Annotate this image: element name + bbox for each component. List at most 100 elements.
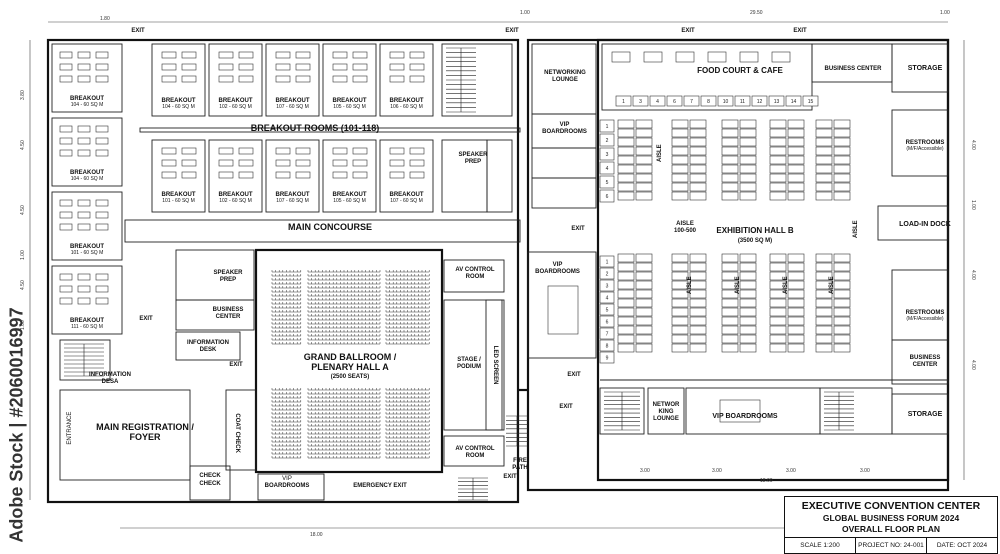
booth <box>671 325 689 335</box>
booth <box>689 182 707 192</box>
table <box>77 273 91 281</box>
vip-boardrooms-bottom <box>685 387 821 435</box>
table <box>332 75 348 83</box>
stair-southeast <box>819 387 893 435</box>
aisle-label: AISLE <box>686 276 693 294</box>
av-control-top <box>443 259 505 293</box>
breakout-left-name: BREAKOUT <box>70 170 104 176</box>
booth <box>769 280 787 290</box>
booth <box>599 267 615 280</box>
booth <box>815 155 833 165</box>
booth <box>635 271 653 281</box>
booth <box>787 173 805 183</box>
exhibition-booths <box>599 95 851 364</box>
booth-number: 5 <box>606 308 609 314</box>
table <box>352 75 368 83</box>
booth <box>666 95 683 107</box>
breakout-mid-info: 102 - 60 SQ M <box>219 198 252 204</box>
aisle-range-label: 100-500 <box>673 228 697 234</box>
plenary-hall-label: PLENARY HALL A <box>311 362 389 372</box>
booth <box>617 164 635 174</box>
breakout-top-info: 107 - 60 SQ M <box>276 104 309 110</box>
booth <box>815 173 833 183</box>
booth <box>739 325 757 335</box>
breakout-left-room <box>51 191 123 261</box>
booth <box>671 164 689 174</box>
vip-boardrooms-mid-1: VIP <box>552 262 563 268</box>
booth <box>717 95 734 107</box>
table <box>238 171 254 179</box>
networking-lounge-bottom-3: LOUNGE <box>653 416 679 422</box>
booth <box>635 262 653 272</box>
table <box>161 63 177 71</box>
table <box>275 159 291 167</box>
exit-label: EXIT <box>503 474 517 480</box>
dim-value: 29.50 <box>750 10 763 16</box>
cafe-table <box>771 51 791 63</box>
west-wing-outer-wall <box>46 38 520 504</box>
table <box>409 75 425 83</box>
booth <box>671 298 689 308</box>
title-block-subtitle: GLOBAL BUSINESS FORUM 2024 <box>822 513 960 523</box>
title-block-project: PROJECT NO: 24-001 <box>856 538 927 553</box>
vip-pod-2 <box>531 177 597 209</box>
exit-label: EXIT <box>681 28 695 34</box>
booth <box>599 189 615 203</box>
furniture <box>59 51 791 423</box>
table <box>332 147 348 155</box>
booth <box>635 119 653 129</box>
booth <box>769 262 787 272</box>
table <box>218 171 234 179</box>
booth <box>769 146 787 156</box>
table <box>352 147 368 155</box>
booth <box>787 253 805 263</box>
exit-label: EXIT <box>567 372 581 378</box>
booth-number: 7 <box>606 332 609 338</box>
table <box>352 171 368 179</box>
booth-number: 8 <box>707 99 710 105</box>
table <box>95 149 109 157</box>
booth <box>787 280 805 290</box>
booth <box>599 303 615 316</box>
table <box>332 171 348 179</box>
booth <box>617 343 635 353</box>
booth <box>689 298 707 308</box>
booth <box>769 334 787 344</box>
storage-top <box>891 43 949 93</box>
table <box>275 171 291 179</box>
booth <box>833 343 851 353</box>
cafe-table <box>675 51 695 63</box>
dim-value: 1.00 <box>970 200 976 210</box>
booth <box>787 334 805 344</box>
booth <box>689 325 707 335</box>
booth <box>635 173 653 183</box>
aisle-label: AISLE <box>852 220 859 238</box>
table <box>95 199 109 207</box>
booth <box>769 119 787 129</box>
table <box>389 51 405 59</box>
booth <box>617 271 635 281</box>
stair-core-top <box>441 43 513 117</box>
ballroom-seats-label: (2500 SEATS) <box>330 374 370 380</box>
boardroom-table <box>547 285 579 335</box>
breakout-left-room <box>51 43 123 113</box>
booth <box>689 164 707 174</box>
foyer-label: FOYER <box>129 432 161 442</box>
booth <box>635 307 653 317</box>
table <box>95 125 109 133</box>
booth-number: 7 <box>690 99 693 105</box>
table <box>161 51 177 59</box>
booth <box>671 146 689 156</box>
booth <box>769 173 787 183</box>
booth <box>599 315 615 328</box>
booth <box>833 191 851 201</box>
breakout-mid-name: BREAKOUT <box>389 192 424 198</box>
booth <box>700 95 717 107</box>
booth <box>833 164 851 174</box>
booth <box>721 155 739 165</box>
table <box>95 51 109 59</box>
booth <box>739 271 757 281</box>
booth <box>787 325 805 335</box>
